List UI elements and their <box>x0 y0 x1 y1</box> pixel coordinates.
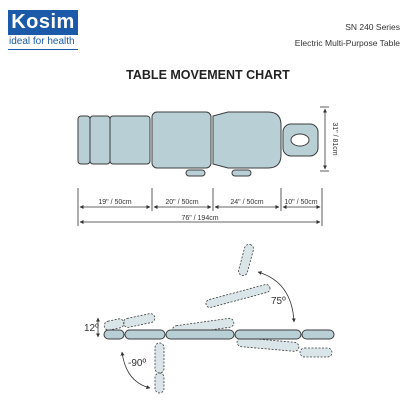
side-ghost-positions <box>103 243 333 394</box>
ghost-foot-raised <box>122 313 156 328</box>
top-leg-section <box>109 115 151 165</box>
top-back-section <box>212 111 282 169</box>
top-seat-section <box>151 111 212 169</box>
chart-title: TABLE MOVEMENT CHART <box>126 68 290 82</box>
top-foot-section-inner <box>89 115 111 165</box>
width-dimension <box>320 106 329 172</box>
ghost-foot-lowered <box>154 372 165 394</box>
series-label: SN 240 Series <box>345 22 400 32</box>
segment4-label: 10" / 50cm <box>284 199 317 206</box>
side-head <box>301 329 335 340</box>
product-subtitle: Electric Multi-Purpose Table <box>294 38 400 48</box>
top-face-hole <box>290 133 310 147</box>
side-seat <box>165 329 235 340</box>
angle-arcs <box>96 271 296 390</box>
head-down-arc <box>120 351 151 390</box>
side-back <box>234 329 302 340</box>
brand-logo: Kosim <box>8 10 78 35</box>
top-armrest-left <box>185 169 206 177</box>
segment2-label: 20" / 50cm <box>165 199 198 206</box>
top-view <box>77 111 319 177</box>
back-angle-label: 75º <box>271 296 286 307</box>
ghost-head-raised <box>238 243 254 277</box>
length-dimensions <box>77 188 323 226</box>
ghost-foot-end-raised <box>103 318 125 331</box>
ghost-back-lowered <box>236 337 300 352</box>
top-armrest-right <box>231 169 252 177</box>
head-down-angle-label: -90º <box>128 358 146 369</box>
ghost-back-raised <box>205 284 271 308</box>
back-angle-arc <box>257 271 296 323</box>
segment1-label: 19" / 50cm <box>98 199 131 206</box>
side-leg <box>124 329 166 340</box>
total-length-label: 76" / 194cm <box>181 215 218 222</box>
ghost-head-lowered <box>299 347 333 358</box>
tagline-rule <box>8 49 78 50</box>
head-up-angle-label: 12º <box>84 323 99 334</box>
ghost-leg-lowered <box>154 342 165 374</box>
brand-tagline: ideal for health <box>9 36 75 47</box>
side-foot-end <box>103 329 125 340</box>
width-label: 31" / 81cm <box>331 122 338 155</box>
side-view <box>103 243 335 394</box>
top-foot-section-outer <box>77 115 91 165</box>
segment3-label: 24" / 50cm <box>230 199 263 206</box>
brand-name: Kosim <box>11 11 75 33</box>
side-flat-table <box>103 329 335 340</box>
